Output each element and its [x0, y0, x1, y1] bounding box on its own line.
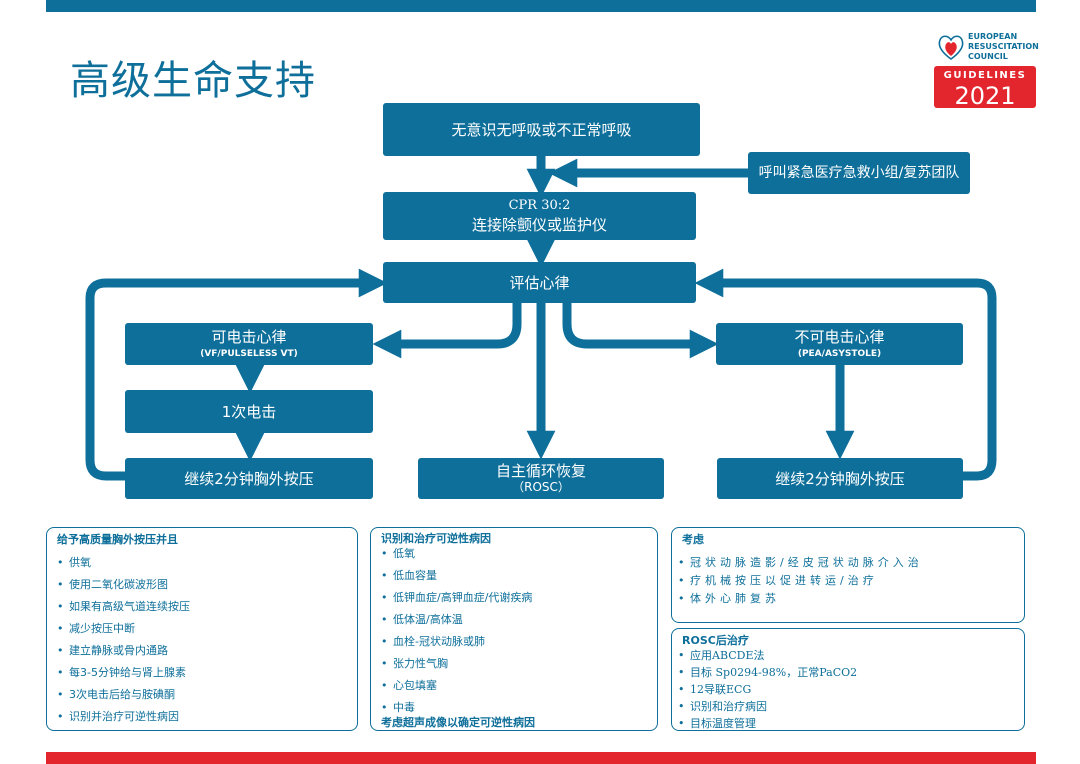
list-item: 目标温度管理 [676, 715, 857, 732]
logo-org-line1: EUROPEAN [968, 32, 1018, 41]
box-shockable: 可电击心律 (VF/PULSELESS VT) [125, 323, 373, 365]
rosc-sub-label: （ROSC） [512, 479, 570, 494]
logo-org-name: EUROPEAN RESUSCITATION COUNCIL [968, 32, 1039, 62]
consider-heading: 考虑 [682, 533, 704, 546]
shockable-sub-label: (VF/PULSELESS VT) [200, 349, 298, 359]
box-call-team: 呼叫紧急医疗急救小组/复苏团队 [748, 152, 970, 194]
list-item: 3次电击后给与胺碘酮 [55, 684, 190, 706]
unresponsive-label: 无意识无呼吸或不正常呼吸 [451, 120, 632, 139]
page-title: 高级生命支持 [70, 58, 316, 104]
logo-org-line2: RESUSCITATION [968, 42, 1039, 51]
panel-consider: 考虑 冠状动脉造影/经皮冠状动脉介入治 疗机械按压以促进转运/治疗 体外心肺复苏 [671, 527, 1025, 623]
list-item: 建立静脉或骨内通路 [55, 640, 190, 662]
badge-year: 2021 [954, 82, 1016, 110]
shock-label: 1次电击 [221, 402, 277, 421]
list-item: 供氧 [55, 552, 190, 574]
list-item: 目标 Sp0294-98%，正常PaCO2 [676, 664, 857, 681]
badge-guidelines: GUIDELINES [943, 70, 1027, 81]
reversible-list: 低氧 低血容量 低钾血症/高钾血症/代谢疾病 低体温/高体温 血栓-冠状动脉或肺… [379, 543, 532, 719]
cpr-ratio-label: CPR 30:2 [508, 198, 571, 213]
cpr-right-label: 继续2分钟胸外按压 [775, 469, 905, 488]
list-item: 如果有高级气道连续按压 [55, 596, 190, 618]
list-item: 使用二氧化碳波形图 [55, 574, 190, 596]
post-rosc-heading: ROSC后治疗 [682, 634, 749, 647]
logo-org-line3: COUNCIL [968, 52, 1008, 61]
bottom-bar [46, 752, 1036, 764]
quality-heading: 给予高质量胸外按压并且 [57, 533, 178, 546]
panel-reversible-causes: 识别和治疗可逆性病因 低氧 低血容量 低钾血症/高钾血症/代谢疾病 低体温/高体… [370, 527, 658, 731]
list-item: 应用ABCDE法 [676, 647, 857, 664]
consider-list: 冠状动脉造影/经皮冠状动脉介入治 疗机械按压以促进转运/治疗 体外心肺复苏 [676, 554, 923, 608]
loop-right [694, 268, 997, 481]
box-cpr-right: 继续2分钟胸外按压 [717, 458, 963, 499]
assess-rhythm-label: 评估心律 [509, 273, 570, 292]
list-item: 低血容量 [379, 565, 532, 587]
box-nonshockable: 不可电击心律 (PEA/ASYSTOLE) [716, 323, 963, 365]
reversible-footer: 考虑超声成像以确定可逆性病因 [381, 716, 535, 729]
box-assess-rhythm: 评估心律 [383, 262, 696, 303]
post-rosc-list: 应用ABCDE法 目标 Sp0294-98%，正常PaCO2 12导联ECG 识… [676, 647, 857, 732]
list-item: 中毒 [379, 697, 532, 719]
nonshockable-label: 不可电击心律 [794, 328, 885, 346]
arrow-assess-nonshockable [562, 303, 719, 359]
list-item: 血栓-冠状动脉或肺 [379, 631, 532, 653]
list-item: 张力性气胸 [379, 653, 532, 675]
list-item: 低钾血症/高钾血症/代谢疾病 [379, 587, 532, 609]
list-item: 冠状动脉造影/经皮冠状动脉介入治 [676, 554, 923, 572]
loop-left [85, 268, 388, 481]
list-item: 心包填塞 [379, 675, 532, 697]
guidelines-badge: GUIDELINES 2021 [934, 66, 1036, 110]
attach-defib-label: 连接除颤仪或监护仪 [471, 216, 607, 234]
list-item: 识别并治疗可逆性病因 [55, 706, 190, 728]
panel-quality-cpr: 给予高质量胸外按压并且 供氧 使用二氧化碳波形图 如果有高级气道连续按压 减少按… [46, 527, 358, 731]
erc-logo: EUROPEAN RESUSCITATION COUNCIL GUIDELINE… [934, 30, 1039, 112]
list-item: 减少按压中断 [55, 618, 190, 640]
list-item: 疗机械按压以促进转运/治疗 [676, 572, 923, 590]
list-item: 识别和治疗病因 [676, 698, 857, 715]
box-unresponsive: 无意识无呼吸或不正常呼吸 [383, 103, 700, 156]
arrow-assess-shockable [372, 303, 522, 359]
box-cpr-left: 继续2分钟胸外按压 [125, 458, 373, 499]
list-item: 12导联ECG [676, 681, 857, 698]
call-team-label: 呼叫紧急医疗急救小组/复苏团队 [758, 165, 960, 181]
box-cpr: CPR 30:2 连接除颤仪或监护仪 [383, 192, 696, 240]
list-item: 体外心肺复苏 [676, 590, 923, 608]
shockable-label: 可电击心律 [211, 328, 287, 346]
rosc-label: 自主循环恢复 [495, 461, 586, 480]
panel-post-rosc: ROSC后治疗 应用ABCDE法 目标 Sp0294-98%，正常PaCO2 1… [671, 628, 1025, 732]
box-rosc: 自主循环恢复 （ROSC） [418, 458, 664, 499]
box-shock: 1次电击 [125, 390, 373, 433]
cpr-left-label: 继续2分钟胸外按压 [184, 469, 314, 488]
top-bar [46, 0, 1036, 12]
nonshockable-sub-label: (PEA/ASYSTOLE) [797, 349, 882, 359]
list-item: 低氧 [379, 543, 532, 565]
list-item: 低体温/高体温 [379, 609, 532, 631]
heart-logo-icon [938, 35, 964, 60]
list-item: 每3-5分钟给与肾上腺素 [55, 662, 190, 684]
reversible-heading: 识别和治疗可逆性病因 [381, 532, 491, 545]
quality-list: 供氧 使用二氧化碳波形图 如果有高级气道连续按压 减少按压中断 建立静脉或骨内通… [55, 552, 190, 728]
